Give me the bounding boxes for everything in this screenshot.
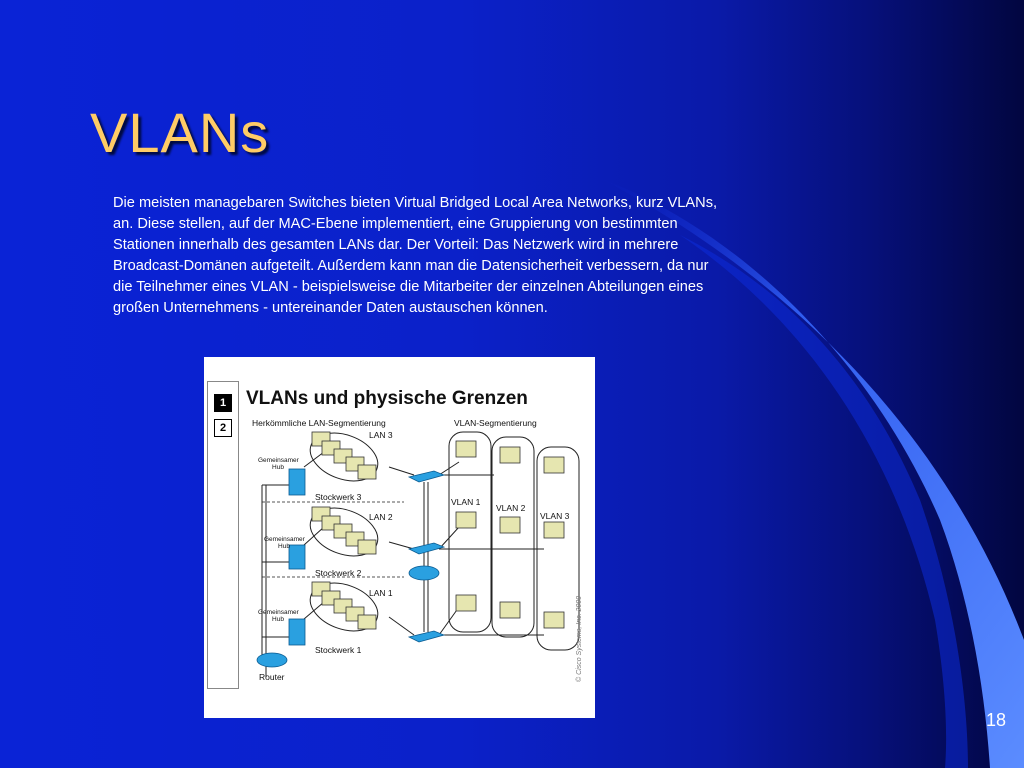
slide-body-text: Die meisten managebaren Switches bieten … xyxy=(113,195,718,316)
hub-label-1: Gemeinsamer Hub xyxy=(258,609,299,623)
vlan-2-label: VLAN 2 xyxy=(496,503,526,513)
lan-3-label: LAN 3 xyxy=(369,430,393,440)
network-diagram xyxy=(256,431,580,677)
floor-3-label: Stockwerk 3 xyxy=(315,492,362,502)
hub-label-2: Gemeinsamer Hub xyxy=(264,536,305,550)
vlan-diagram-figure: 1 2 VLANs und physische Grenzen xyxy=(204,357,595,718)
page-number: 18 xyxy=(986,710,1007,730)
left-heading: Herkömmliche LAN-Segmentierung xyxy=(252,418,386,428)
router-label: Router xyxy=(259,672,285,682)
vlan-3-label: VLAN 3 xyxy=(540,511,570,521)
figure-tab-1[interactable]: 1 xyxy=(214,394,232,412)
slide-title: VLANs xyxy=(90,101,270,164)
copyright-notice: © Cisco Systems, Inc. 2000 xyxy=(576,595,583,682)
hub-label-3: Gemeinsamer Hub xyxy=(258,457,299,471)
figure-title: VLANs und physische Grenzen xyxy=(246,388,528,409)
lan-2-label: LAN 2 xyxy=(369,512,393,522)
figure-tab-2[interactable]: 2 xyxy=(214,419,232,437)
figure-tab-strip: 1 2 xyxy=(207,381,239,689)
vlan-1-label: VLAN 1 xyxy=(451,497,481,507)
right-heading: VLAN-Segmentierung xyxy=(454,418,537,428)
lan-1-label: LAN 1 xyxy=(369,588,393,598)
floor-1-label: Stockwerk 1 xyxy=(315,645,362,655)
floor-2-label: Stockwerk 2 xyxy=(315,568,362,578)
